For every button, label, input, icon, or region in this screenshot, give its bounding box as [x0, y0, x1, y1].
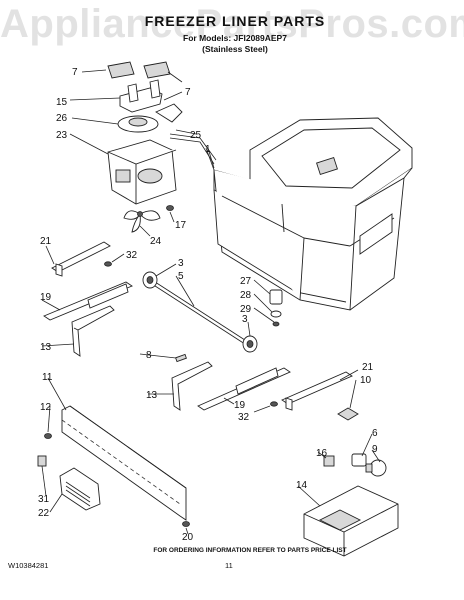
part-9-bulb — [365, 459, 387, 477]
callout-17: 17 — [175, 220, 187, 231]
part-32-screw-lower — [270, 401, 278, 407]
part-14-lamp-housing — [303, 485, 399, 557]
part-8-pin — [175, 353, 187, 363]
callout-5: 5 — [178, 271, 184, 282]
callout-25: 25 — [190, 130, 202, 141]
part-6-socket — [351, 453, 367, 467]
callout-11: 11 — [42, 372, 53, 383]
callout-13-right: 13 — [146, 390, 158, 401]
callout-21-upper: 21 — [40, 236, 52, 247]
callout-9: 9 — [372, 444, 378, 455]
page-number: 11 — [225, 561, 233, 570]
document-number: W10384281 — [8, 561, 49, 570]
part-3-gear-lower — [242, 335, 258, 353]
part-27-roller — [269, 289, 283, 305]
part-1-freezer-liner — [213, 117, 413, 311]
part-15-bracket — [119, 79, 163, 113]
leader-lines — [41, 69, 381, 535]
part-31-clip — [37, 455, 47, 467]
callout-20: 20 — [182, 532, 194, 543]
callout-32-upper: 32 — [126, 250, 138, 261]
callout-26: 26 — [56, 113, 68, 124]
part-29-screw — [272, 321, 280, 327]
callout-14: 14 — [296, 480, 308, 491]
callout-24: 24 — [150, 236, 162, 247]
part-5-shaft — [151, 279, 249, 347]
finish-line: (Stainless Steel) — [202, 44, 268, 54]
part-20-screw — [182, 521, 190, 527]
callout-22: 22 — [38, 508, 50, 519]
callout-28: 28 — [240, 290, 252, 301]
callout-numbers: 7 7 15 26 23 25 1 17 24 21 32 3 5 27 28 … — [38, 67, 378, 543]
callout-8: 8 — [146, 350, 152, 361]
part-23-fan-housing — [107, 139, 177, 205]
part-32-screw-upper — [104, 261, 112, 267]
callout-31: 31 — [38, 494, 50, 505]
callout-23: 23 — [56, 130, 68, 141]
part-28-washer — [270, 310, 282, 318]
callout-1: 1 — [205, 144, 211, 155]
part-21-slide-upper — [51, 241, 111, 277]
part-19-rail-left — [43, 281, 133, 321]
part-19-rail-right — [197, 367, 291, 411]
callout-29: 29 — [240, 304, 252, 315]
callout-13-left: 13 — [40, 342, 52, 353]
callout-3-upper: 3 — [178, 258, 184, 269]
callout-10: 10 — [360, 375, 372, 386]
ordering-note: FOR ORDERING INFORMATION REFER TO PARTS … — [153, 547, 347, 554]
part-16-clip — [323, 455, 335, 467]
callout-19-left: 19 — [40, 292, 52, 303]
part-24-fan-blade — [123, 210, 161, 233]
part-10-label — [337, 407, 359, 421]
part-22-grille — [59, 467, 101, 511]
part-12-screw — [44, 433, 52, 439]
part-17-screw — [166, 205, 174, 211]
part-11-cover-panel — [61, 405, 187, 521]
part-13-bracket-right — [171, 361, 213, 411]
callout-12: 12 — [40, 402, 52, 413]
part-13-bracket-left — [71, 305, 115, 357]
callout-7-left: 7 — [72, 67, 78, 78]
callout-21-lower: 21 — [362, 362, 374, 373]
part-7-tags — [107, 61, 171, 79]
callout-7-right: 7 — [185, 87, 191, 98]
callout-19-right: 19 — [234, 400, 246, 411]
part-21-slide-lower — [281, 371, 353, 411]
callout-32-lower: 32 — [238, 412, 250, 423]
callout-3-lower: 3 — [242, 314, 248, 325]
models-line: For Models: JFI2089AEP7 — [183, 33, 287, 43]
callout-15: 15 — [56, 97, 68, 108]
part-3-gear-upper — [142, 271, 158, 289]
page-title: FREEZER LINER PARTS — [144, 13, 326, 29]
callout-27: 27 — [240, 276, 252, 287]
part-26-motor — [117, 103, 183, 133]
callout-6: 6 — [372, 428, 378, 439]
callout-16: 16 — [316, 448, 328, 459]
